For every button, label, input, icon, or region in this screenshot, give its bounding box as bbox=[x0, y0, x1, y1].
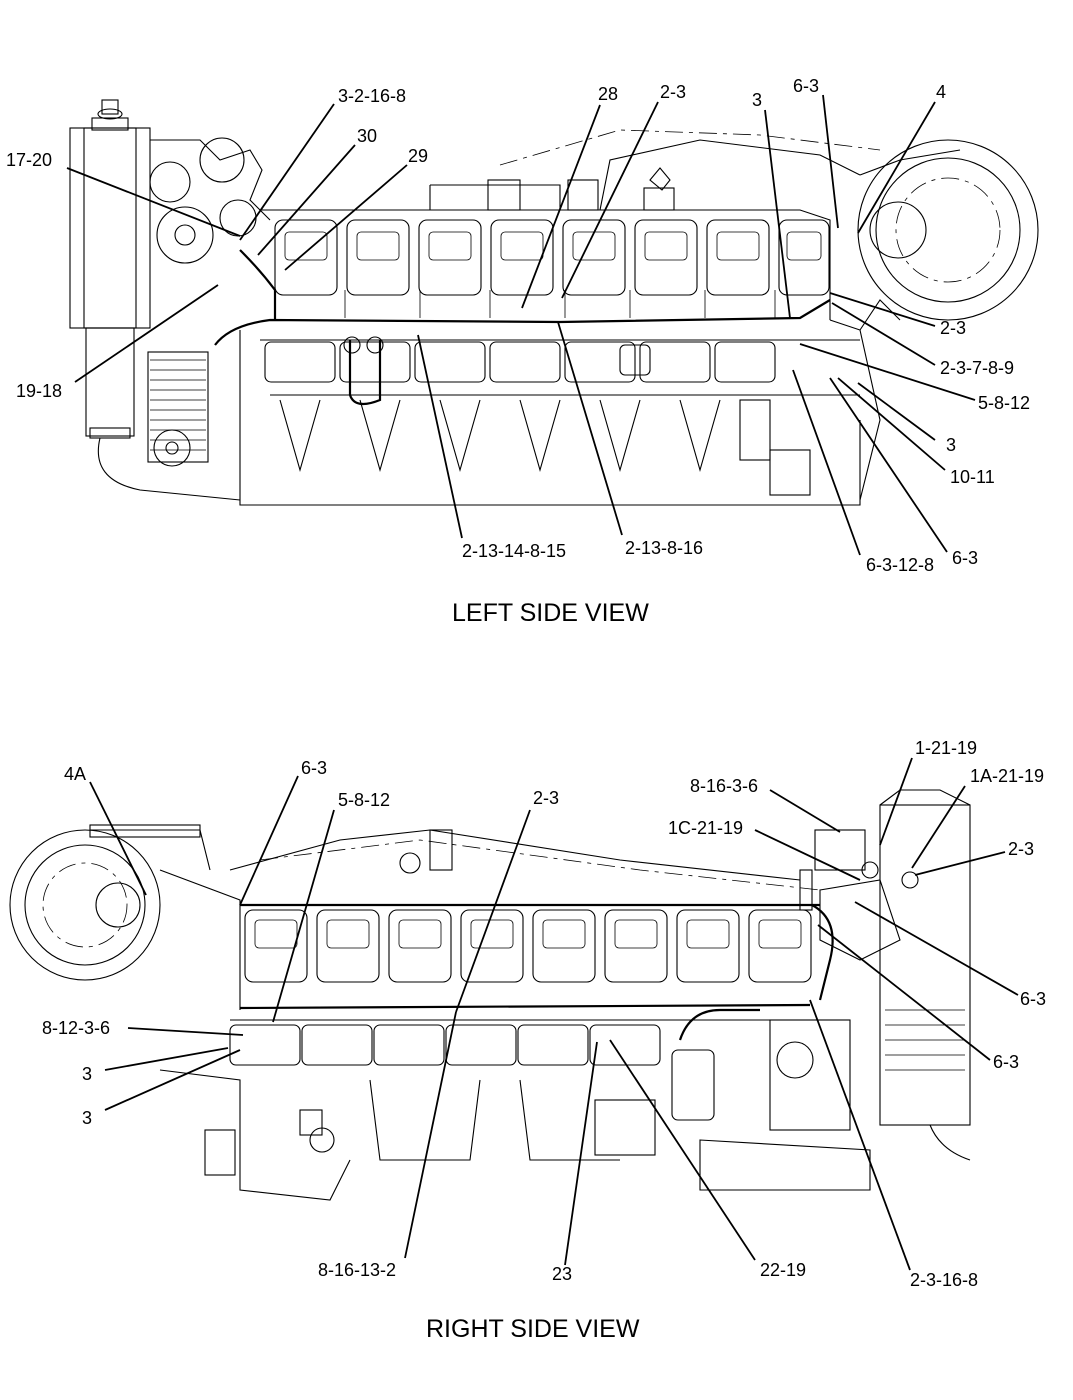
callout-label: 30 bbox=[357, 126, 377, 146]
callout-label: 6-3 bbox=[1020, 989, 1046, 1009]
callout-label: 6-3 bbox=[301, 758, 327, 778]
callout-label: 2-3 bbox=[660, 82, 686, 102]
left-view-callouts: 3-2-16-8 30 29 17-20 28 2-3 3 6-3 4 2-3 … bbox=[6, 76, 1030, 575]
callout-label: 6-3 bbox=[952, 548, 978, 568]
callout-label: 8-16-3-6 bbox=[690, 776, 758, 796]
callout-label: 2-13-14-8-15 bbox=[462, 541, 566, 561]
leader-lines bbox=[66, 94, 1019, 1271]
callout-label: 1C-21-19 bbox=[668, 818, 743, 838]
callout-label: 6-3 bbox=[793, 76, 819, 96]
callout-label: 8-12-3-6 bbox=[42, 1018, 110, 1038]
callout-label: 2-3 bbox=[940, 318, 966, 338]
left-view-title: LEFT SIDE VIEW bbox=[452, 599, 649, 627]
callout-label: 2-3-16-8 bbox=[910, 1270, 978, 1290]
callout-label: 29 bbox=[408, 146, 428, 166]
callout-label: 8-16-13-2 bbox=[318, 1260, 396, 1280]
callout-label: 2-3 bbox=[533, 788, 559, 808]
callout-label: 3 bbox=[946, 435, 956, 455]
callout-label: 19-18 bbox=[16, 381, 62, 401]
callout-label: 3 bbox=[82, 1108, 92, 1128]
callout-label: 1A-21-19 bbox=[970, 766, 1044, 786]
callout-label: 17-20 bbox=[6, 150, 52, 170]
callout-label: 23 bbox=[552, 1264, 572, 1284]
left-engine-drawing bbox=[69, 99, 1039, 506]
callout-label: 10-11 bbox=[950, 467, 995, 487]
callout-label: 5-8-12 bbox=[978, 393, 1030, 413]
callout-label: 3 bbox=[752, 90, 762, 110]
callout-label: 28 bbox=[598, 84, 618, 104]
callout-label: 2-3 bbox=[1008, 839, 1034, 859]
callout-label: 2-3-7-8-9 bbox=[940, 358, 1014, 378]
callout-label: 4A bbox=[64, 764, 86, 784]
callout-label: 5-8-12 bbox=[338, 790, 390, 810]
right-view-callouts: 4A 6-3 5-8-12 2-3 1-21-19 1A-21-19 8-16-… bbox=[42, 738, 1046, 1290]
callout-label: 1-21-19 bbox=[915, 738, 977, 758]
callout-label: 6-3-12-8 bbox=[866, 555, 934, 575]
callout-label: 3 bbox=[82, 1064, 92, 1084]
right-view-title: RIGHT SIDE VIEW bbox=[426, 1315, 640, 1343]
callout-label: 22-19 bbox=[760, 1260, 806, 1280]
callout-label: 6-3 bbox=[993, 1052, 1019, 1072]
right-engine-drawing bbox=[9, 789, 971, 1201]
callout-label: 4 bbox=[936, 82, 946, 102]
callout-label: 2-13-8-16 bbox=[625, 538, 703, 558]
callout-label: 3-2-16-8 bbox=[338, 86, 406, 106]
